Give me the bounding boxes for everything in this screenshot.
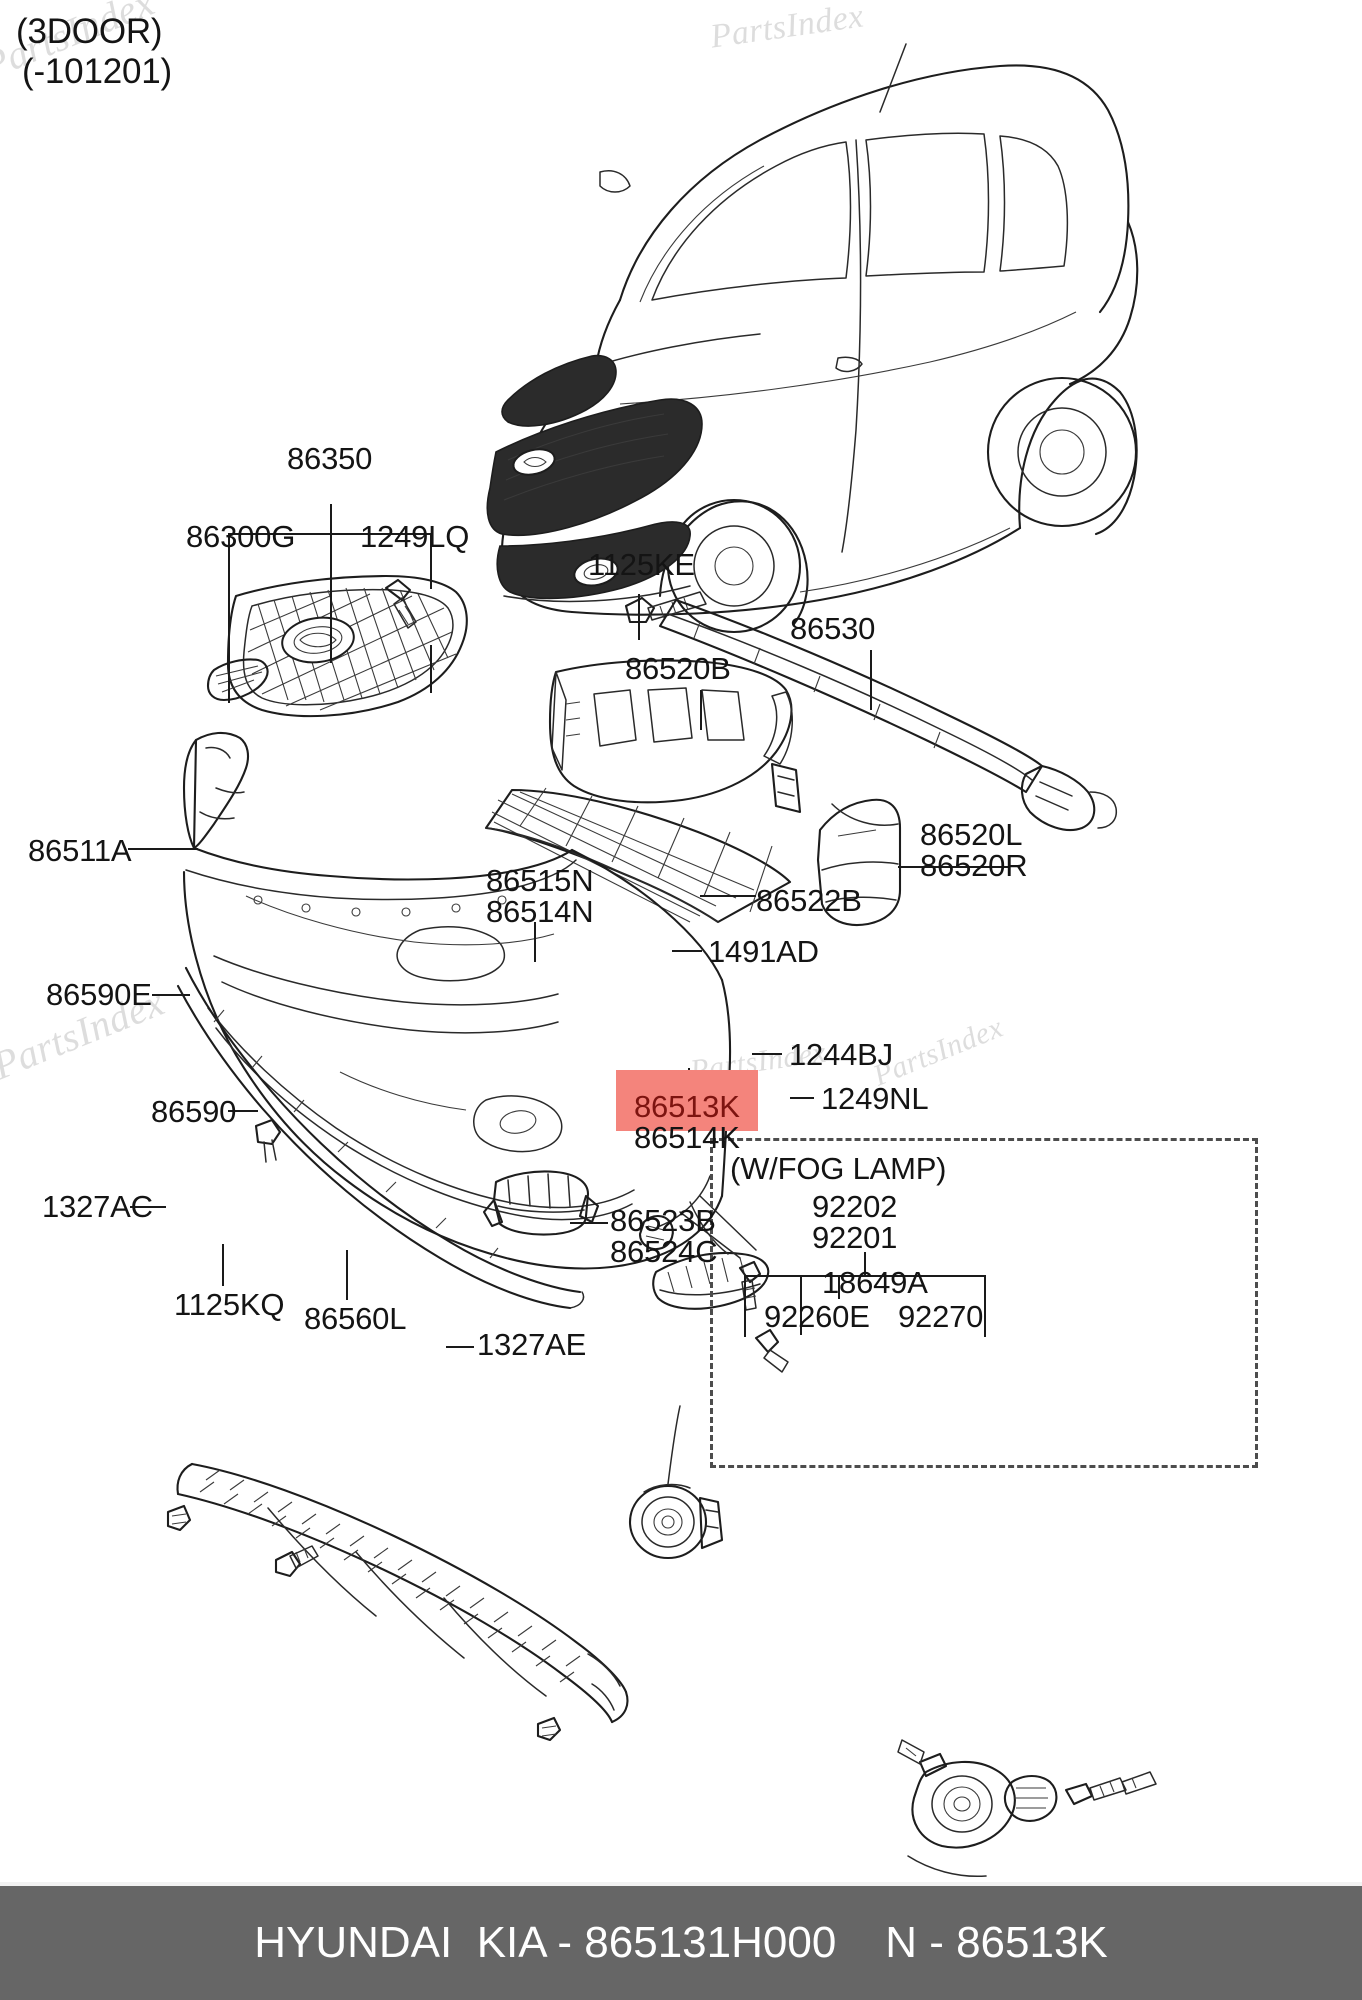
label-86530[interactable]: 86530 [790,611,876,646]
leader-fog-bar [744,1275,984,1277]
leader-92260e-drop [744,1275,746,1337]
leader-1249nl [790,1097,814,1099]
label-86514n[interactable]: 86514N [486,894,594,929]
label-92202[interactable]: 92202 [812,1189,898,1224]
leader-86300g-drop [330,533,332,663]
leader-1244bj [752,1053,782,1055]
bumper-side-bracket-part [482,1170,600,1236]
leader-86511a [128,848,198,850]
label-86520r[interactable]: 86520R [920,848,1028,883]
leader-86590 [228,1110,258,1112]
label-92270[interactable]: 92270 [898,1299,984,1334]
bumper-moulding-part [176,966,585,1310]
label-fog-lamp-caption: (W/FOG LAMP) [730,1151,947,1186]
label-1125ke[interactable]: 1125KE [588,547,695,582]
leader-86560l [346,1250,348,1300]
leader-86530 [870,650,872,710]
horn-part [628,1405,724,1560]
leader-86350-stem [330,504,332,534]
fog-lamp-inset-box [710,1138,1258,1468]
label-1249lq[interactable]: 1249LQ [360,519,470,554]
leader-18649a-drop [838,1275,840,1299]
fog-lamp-assembly-part [897,1739,1157,1878]
leader-86350-right [430,533,432,589]
label-86520b[interactable]: 86520B [625,651,731,686]
label-92201[interactable]: 92201 [812,1220,898,1255]
label-1491ad[interactable]: 1491AD [708,934,819,969]
header-date-range: (-101201) [22,52,172,91]
label-86560l[interactable]: 86560L [304,1301,407,1336]
leader-86520lr [898,866,1008,868]
leader-86350-left [228,533,230,673]
vehicle-illustration [486,43,1139,634]
leader-1125ke [638,594,640,640]
label-86523b[interactable]: 86523B [610,1203,716,1238]
label-86513k[interactable]: 86513K [634,1089,740,1124]
leader-1249lq-drop [430,645,432,693]
footer-bar: HYUNDAI KIA - 865131H000 N - 86513K [0,1882,1362,2000]
label-86511a[interactable]: 86511A [28,833,132,868]
label-86524c[interactable]: 86524C [610,1234,718,1269]
label-1249nl[interactable]: 1249NL [821,1081,929,1116]
leader-1327ae [446,1346,474,1348]
footer-part-text: HYUNDAI KIA - 865131H000 N - 86513K [254,1918,1108,1967]
watermark-top-right: PartsIndex [708,0,866,56]
leader-1327ac [130,1206,166,1208]
leader-92201-stem [864,1252,866,1276]
leader-86520b [700,690,702,730]
leader-86590e [152,994,190,996]
leader-86522b [700,895,756,897]
leader-1491ad [672,950,702,952]
under-cover-part [166,1462,629,1742]
label-1327ae[interactable]: 1327AE [477,1327,587,1362]
label-86300g[interactable]: 86300G [186,519,296,554]
label-1125kq[interactable]: 1125KQ [174,1287,285,1322]
leader-86300g-drop2 [228,673,230,703]
label-86350[interactable]: 86350 [287,441,373,476]
label-86590[interactable]: 86590 [151,1094,237,1129]
leader-92270-drop [984,1275,986,1337]
leader-86523b [570,1222,608,1224]
label-86590e[interactable]: 86590E [46,977,152,1012]
bumper-cover-part [182,731,732,1270]
label-86514k[interactable]: 86514K [634,1120,740,1155]
highlight-86513k [616,1070,758,1131]
header-body-style: (3DOOR) [16,12,163,51]
leader-86515n [534,922,536,962]
label-1327ac[interactable]: 1327AC [42,1189,153,1224]
label-86515n[interactable]: 86515N [486,863,594,898]
label-86522b[interactable]: 86522B [756,883,862,918]
label-1244bj[interactable]: 1244BJ [789,1037,893,1072]
label-92260e[interactable]: 92260E [764,1299,870,1334]
leader-92260e-tail [800,1275,802,1335]
label-18649a[interactable]: 18649A [822,1265,928,1300]
label-86520l[interactable]: 86520L [920,817,1023,852]
leader-1125kq [222,1244,224,1286]
radiator-grille-part [206,574,468,718]
